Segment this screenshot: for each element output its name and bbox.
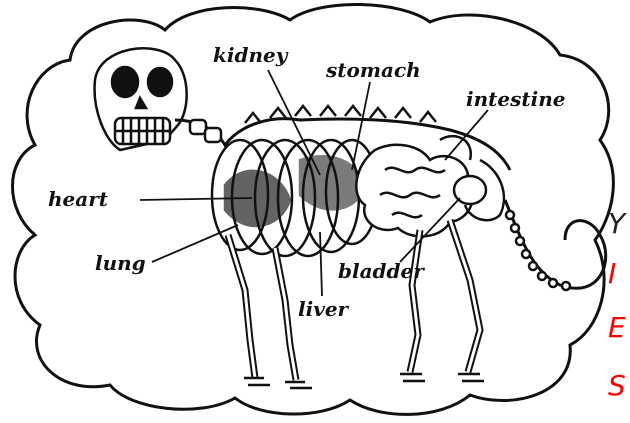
label-lung: lung (95, 251, 146, 275)
intestine-drawing (356, 136, 486, 236)
label-intestine: intestine (466, 87, 565, 111)
label-liver: liver (298, 297, 350, 321)
side-letter-4: S (608, 372, 626, 400)
skull-drawing (95, 48, 187, 150)
label-kidney: kidney (213, 43, 289, 67)
label-stomach: stomach (325, 58, 421, 82)
label-heart: heart (48, 187, 109, 211)
pointer-kidney (268, 70, 320, 175)
label-bladder: bladder (338, 259, 425, 283)
pointer-liver (320, 232, 322, 296)
side-letter-2: I (608, 260, 616, 288)
tail-drawing (465, 160, 606, 290)
side-letter-1: Y (608, 210, 625, 238)
side-letter-3: E (608, 314, 626, 342)
